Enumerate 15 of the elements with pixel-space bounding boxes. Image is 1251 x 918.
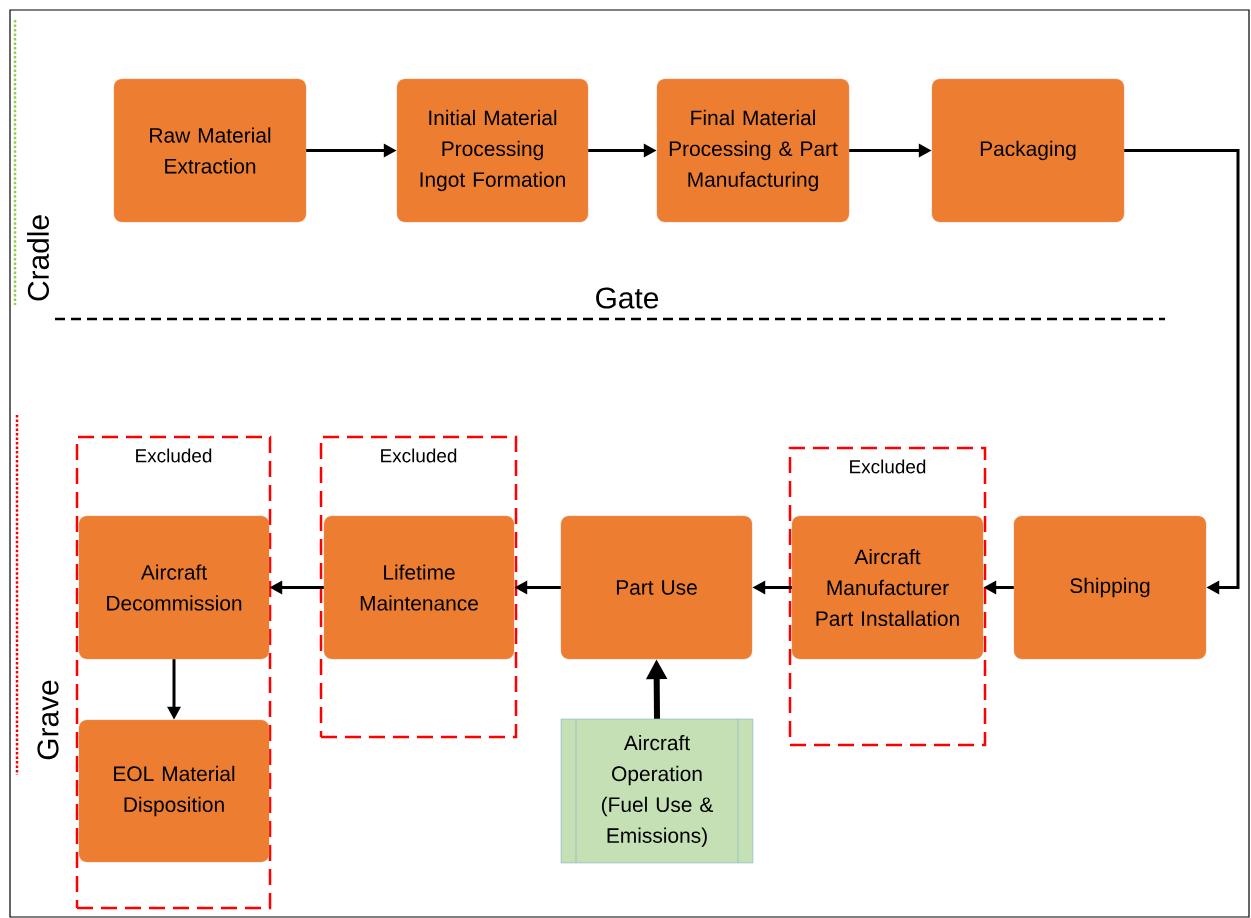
section-label: Cradle [27,215,49,301]
section-label: Gate [596,287,659,309]
process-box: Part Use [560,515,753,660]
section-label: Grave [37,680,59,760]
process-box: Lifetime Maintenance [323,515,515,660]
process-box: Final Material Processing & Part Manufacturing [656,78,850,223]
process-box: Packaging [931,78,1125,223]
process-box: Aircraft Manufacturer Part Installation [791,515,984,660]
process-box: Aircraft Decommission [78,515,270,660]
process-box: EOL Material Disposition [78,719,270,863]
arrow [1124,149,1240,595]
process-box: Aircraft Operation (Fuel Use & Emissions) [560,718,754,864]
process-box: Initial Material Processing Ingot Formation [396,78,589,223]
process-box: Shipping [1013,515,1207,660]
process-box: Raw Material Extraction [113,78,307,223]
